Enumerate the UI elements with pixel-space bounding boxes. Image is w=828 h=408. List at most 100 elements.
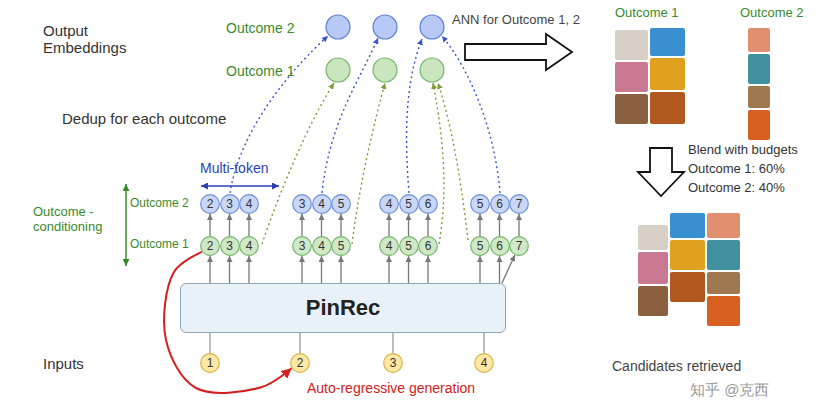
connector	[299, 333, 300, 353]
pin-image	[650, 92, 685, 124]
token-circle: 5	[399, 194, 419, 214]
token-circle: 3	[220, 194, 240, 214]
token-number: 6	[496, 198, 503, 210]
connector	[427, 256, 428, 283]
connector	[229, 214, 230, 236]
token-circle: 4	[312, 194, 332, 214]
circle-shape	[293, 195, 312, 214]
text-label: Blend with budgets	[688, 143, 798, 158]
dedup-line	[438, 83, 468, 240]
circle-shape	[399, 237, 418, 256]
circle-shape	[332, 195, 351, 214]
connector	[518, 214, 519, 236]
dedup-line	[352, 83, 385, 244]
model-box: PinRec	[180, 283, 506, 333]
multi-token-span	[201, 185, 279, 187]
pin-image	[670, 272, 705, 302]
connector	[499, 214, 500, 236]
token-number: 2	[297, 357, 304, 369]
circle-shape	[201, 237, 220, 256]
output-embedding	[420, 15, 444, 39]
token-number: 3	[226, 198, 233, 210]
text-label: Output Embeddings	[43, 22, 126, 57]
connector	[248, 214, 249, 236]
circle-shape	[240, 195, 259, 214]
token-circle: 4	[239, 194, 259, 214]
output-embedding	[420, 58, 444, 82]
text-label: Outcome 2	[740, 6, 804, 21]
circle-shape	[220, 237, 239, 256]
token-number: 4	[318, 198, 325, 210]
connector	[209, 333, 210, 353]
input-circle: 1	[200, 353, 220, 373]
pin-image	[748, 28, 770, 52]
circle-shape	[510, 195, 529, 214]
blend-arrow	[638, 148, 684, 196]
pin-image	[638, 252, 668, 284]
circle-shape	[293, 237, 312, 256]
token-number: 5	[338, 198, 345, 210]
token-number: 3	[299, 198, 306, 210]
circle-shape	[399, 195, 418, 214]
circle-shape	[332, 237, 351, 256]
token-circle: 5	[399, 236, 419, 256]
token-circle: 5	[470, 236, 490, 256]
circle-shape	[312, 195, 331, 214]
circle-shape	[384, 354, 403, 373]
connector	[248, 256, 249, 283]
pin-image	[670, 240, 705, 270]
token-number: 3	[299, 240, 306, 252]
circle-shape	[291, 354, 310, 373]
connector	[388, 256, 389, 283]
pin-image	[707, 272, 740, 294]
connector	[392, 333, 393, 353]
text-label: Inputs	[43, 355, 84, 372]
token-number: 7	[516, 198, 523, 210]
dedup-line	[262, 83, 334, 244]
connector	[340, 214, 341, 236]
token-number: 5	[405, 240, 412, 252]
token-number: 3	[390, 357, 397, 369]
dedup-line	[407, 39, 422, 193]
pin-image	[748, 54, 770, 84]
token-number: 5	[405, 198, 412, 210]
circle-shape	[240, 237, 259, 256]
token-circle: 4	[379, 194, 399, 214]
output-embedding	[373, 58, 397, 82]
token-circle: 2	[200, 194, 220, 214]
token-circle: 5	[331, 236, 351, 256]
token-circle: 3	[220, 236, 240, 256]
pin-image	[615, 94, 648, 124]
pin-image	[670, 213, 705, 238]
connector	[321, 256, 322, 283]
circle-shape	[490, 237, 509, 256]
pin-image	[650, 28, 685, 56]
input-circle: 2	[290, 353, 310, 373]
model-name: PinRec	[306, 297, 381, 319]
connector	[479, 214, 480, 236]
connector	[209, 214, 210, 236]
circle-shape	[380, 237, 399, 256]
text-label: ANN for Outcome 1, 2	[452, 13, 580, 28]
circle-shape	[312, 237, 331, 256]
text-label: Multi-token	[200, 160, 268, 176]
token-circle: 5	[331, 194, 351, 214]
token-number: 4	[246, 198, 253, 210]
circle-shape	[475, 354, 494, 373]
token-number: 4	[246, 240, 253, 252]
ann-arrow	[465, 34, 572, 70]
connector	[408, 256, 409, 283]
dedup-line	[433, 83, 444, 244]
pin-image	[748, 86, 770, 108]
circle-shape	[201, 195, 220, 214]
pin-image	[615, 62, 648, 92]
connector	[483, 333, 484, 353]
circle-shape	[201, 354, 220, 373]
connector	[321, 214, 322, 236]
token-number: 1	[207, 357, 214, 369]
output-embedding	[326, 15, 350, 39]
token-number: 2	[207, 198, 214, 210]
connector	[301, 214, 302, 236]
text-label: Outcome 2	[130, 197, 189, 211]
